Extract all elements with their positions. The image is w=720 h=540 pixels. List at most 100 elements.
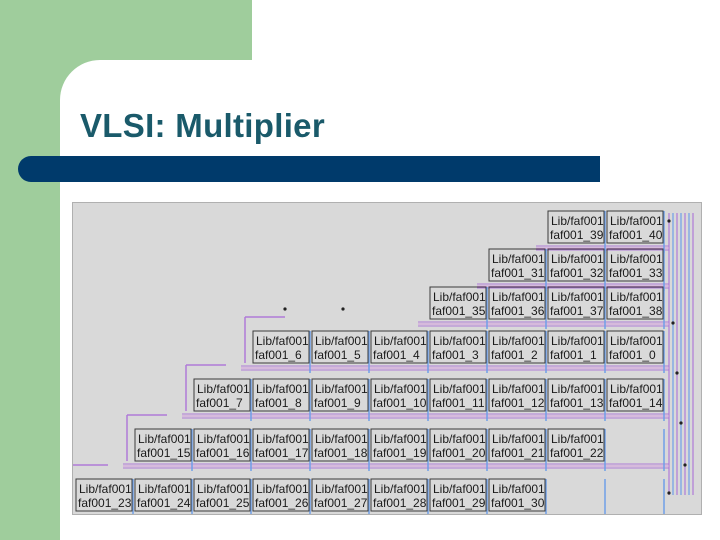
junction-dot	[283, 307, 287, 311]
faf001-cell	[488, 428, 546, 462]
cell-instance-label: faf001_17	[255, 446, 309, 460]
cell-type-label: Lib/faf001	[492, 290, 545, 304]
cell-type-label: Lib/faf001	[197, 482, 250, 496]
cell-type-label: Lib/faf001	[374, 334, 427, 348]
cell-instance-label: faf001_11	[432, 396, 485, 410]
cell-type-label: Lib/faf001	[433, 290, 486, 304]
junction-dot	[341, 307, 345, 311]
faf001-cell	[370, 428, 428, 462]
cell-instance-label: faf001_23	[78, 496, 132, 510]
cell-instance-label: faf001_12	[491, 396, 545, 410]
cell-instance-label: faf001_14	[609, 396, 663, 410]
cell-instance-label: faf001_13	[550, 396, 604, 410]
cell-instance-label: faf001_8	[255, 396, 302, 410]
cell-instance-label: faf001_30	[491, 496, 545, 510]
junction-dot	[667, 491, 671, 495]
faf001-cell	[547, 286, 605, 320]
faf001-cell	[606, 210, 664, 244]
junction-dot	[671, 321, 675, 325]
cell-instance-label: faf001_31	[491, 266, 545, 280]
faf001-cell	[134, 428, 192, 462]
faf001-cell	[311, 378, 369, 412]
title-underline-bar	[18, 156, 600, 182]
cell-instance-label: faf001_16	[196, 446, 250, 460]
cell-instance-label: faf001_0	[609, 348, 656, 362]
cell-type-label: Lib/faf001	[610, 382, 663, 396]
cell-type-label: Lib/faf001	[610, 252, 663, 266]
cell-type-label: Lib/faf001	[433, 482, 486, 496]
faf001-cell	[370, 478, 428, 512]
faf001-cell	[606, 286, 664, 320]
cell-type-label: Lib/faf001	[256, 482, 309, 496]
cell-instance-label: faf001_19	[373, 446, 427, 460]
cell-type-label: Lib/faf001	[492, 482, 545, 496]
cell-type-label: Lib/faf001	[374, 382, 427, 396]
faf001-cell	[547, 210, 605, 244]
faf001-cell	[547, 378, 605, 412]
cell-instance-label: faf001_35	[432, 304, 486, 318]
faf001-cell	[547, 428, 605, 462]
cell-instance-label: faf001_15	[137, 446, 191, 460]
cell-instance-label: faf001_2	[491, 348, 538, 362]
junction-dot	[679, 421, 683, 425]
cell-instance-label: faf001_26	[255, 496, 309, 510]
cell-instance-label: faf001_21	[491, 446, 545, 460]
cell-instance-label: faf001_25	[196, 496, 250, 510]
faf001-cell	[75, 478, 133, 512]
faf001-cell	[252, 378, 310, 412]
cell-instance-label: faf001_24	[137, 496, 191, 510]
faf001-cell	[429, 378, 487, 412]
cell-type-label: Lib/faf001	[433, 432, 486, 446]
cell-type-label: Lib/faf001	[374, 482, 427, 496]
faf001-cell	[488, 330, 546, 364]
faf001-cell	[547, 330, 605, 364]
cell-instance-label: faf001_6	[255, 348, 302, 362]
cell-type-label: Lib/faf001	[315, 432, 368, 446]
cell-instance-label: faf001_29	[432, 496, 486, 510]
cell-instance-label: faf001_27	[314, 496, 368, 510]
faf001-cell	[488, 378, 546, 412]
cell-type-label: Lib/faf001	[492, 334, 545, 348]
faf001-cell	[311, 428, 369, 462]
faf001-cell	[606, 330, 664, 364]
faf001-cell	[606, 248, 664, 282]
faf001-cell	[252, 478, 310, 512]
cell-type-label: Lib/faf001	[315, 334, 368, 348]
cell-instance-label: faf001_1	[550, 348, 597, 362]
faf001-cell	[429, 286, 487, 320]
cell-instance-label: faf001_33	[609, 266, 663, 280]
faf001-cell	[193, 478, 251, 512]
cell-instance-label: faf001_9	[314, 396, 361, 410]
cell-instance-label: faf001_28	[373, 496, 427, 510]
cell-instance-label: faf001_20	[432, 446, 486, 460]
cell-type-label: Lib/faf001	[315, 482, 368, 496]
cell-instance-label: faf001_18	[314, 446, 368, 460]
cell-type-label: Lib/faf001	[433, 382, 486, 396]
junction-dot	[683, 463, 687, 467]
cell-type-label: Lib/faf001	[492, 382, 545, 396]
cell-type-label: Lib/faf001	[551, 214, 604, 228]
cell-instance-label: faf001_4	[373, 348, 420, 362]
cell-type-label: Lib/faf001	[256, 432, 309, 446]
cell-instance-label: faf001_32	[550, 266, 604, 280]
cell-instance-label: faf001_7	[196, 396, 243, 410]
schematic-canvas: Lib/faf001faf001_39Lib/faf001faf001_40Li…	[73, 210, 694, 514]
faf001-cell	[429, 330, 487, 364]
faf001-cell	[370, 378, 428, 412]
cell-instance-label: faf001_38	[609, 304, 663, 318]
cell-type-label: Lib/faf001	[433, 334, 486, 348]
cell-instance-label: faf001_39	[550, 228, 604, 242]
cell-type-label: Lib/faf001	[315, 382, 368, 396]
cell-type-label: Lib/faf001	[138, 482, 191, 496]
cell-type-label: Lib/faf001	[138, 432, 191, 446]
cell-instance-label: faf001_36	[491, 304, 545, 318]
cell-type-label: Lib/faf001	[197, 432, 250, 446]
faf001-cell	[488, 478, 546, 512]
cell-type-label: Lib/faf001	[374, 432, 427, 446]
faf001-cell	[311, 478, 369, 512]
cell-type-label: Lib/faf001	[551, 382, 604, 396]
faf001-cell	[370, 330, 428, 364]
faf001-cell	[134, 478, 192, 512]
cell-instance-label: faf001_22	[550, 446, 604, 460]
